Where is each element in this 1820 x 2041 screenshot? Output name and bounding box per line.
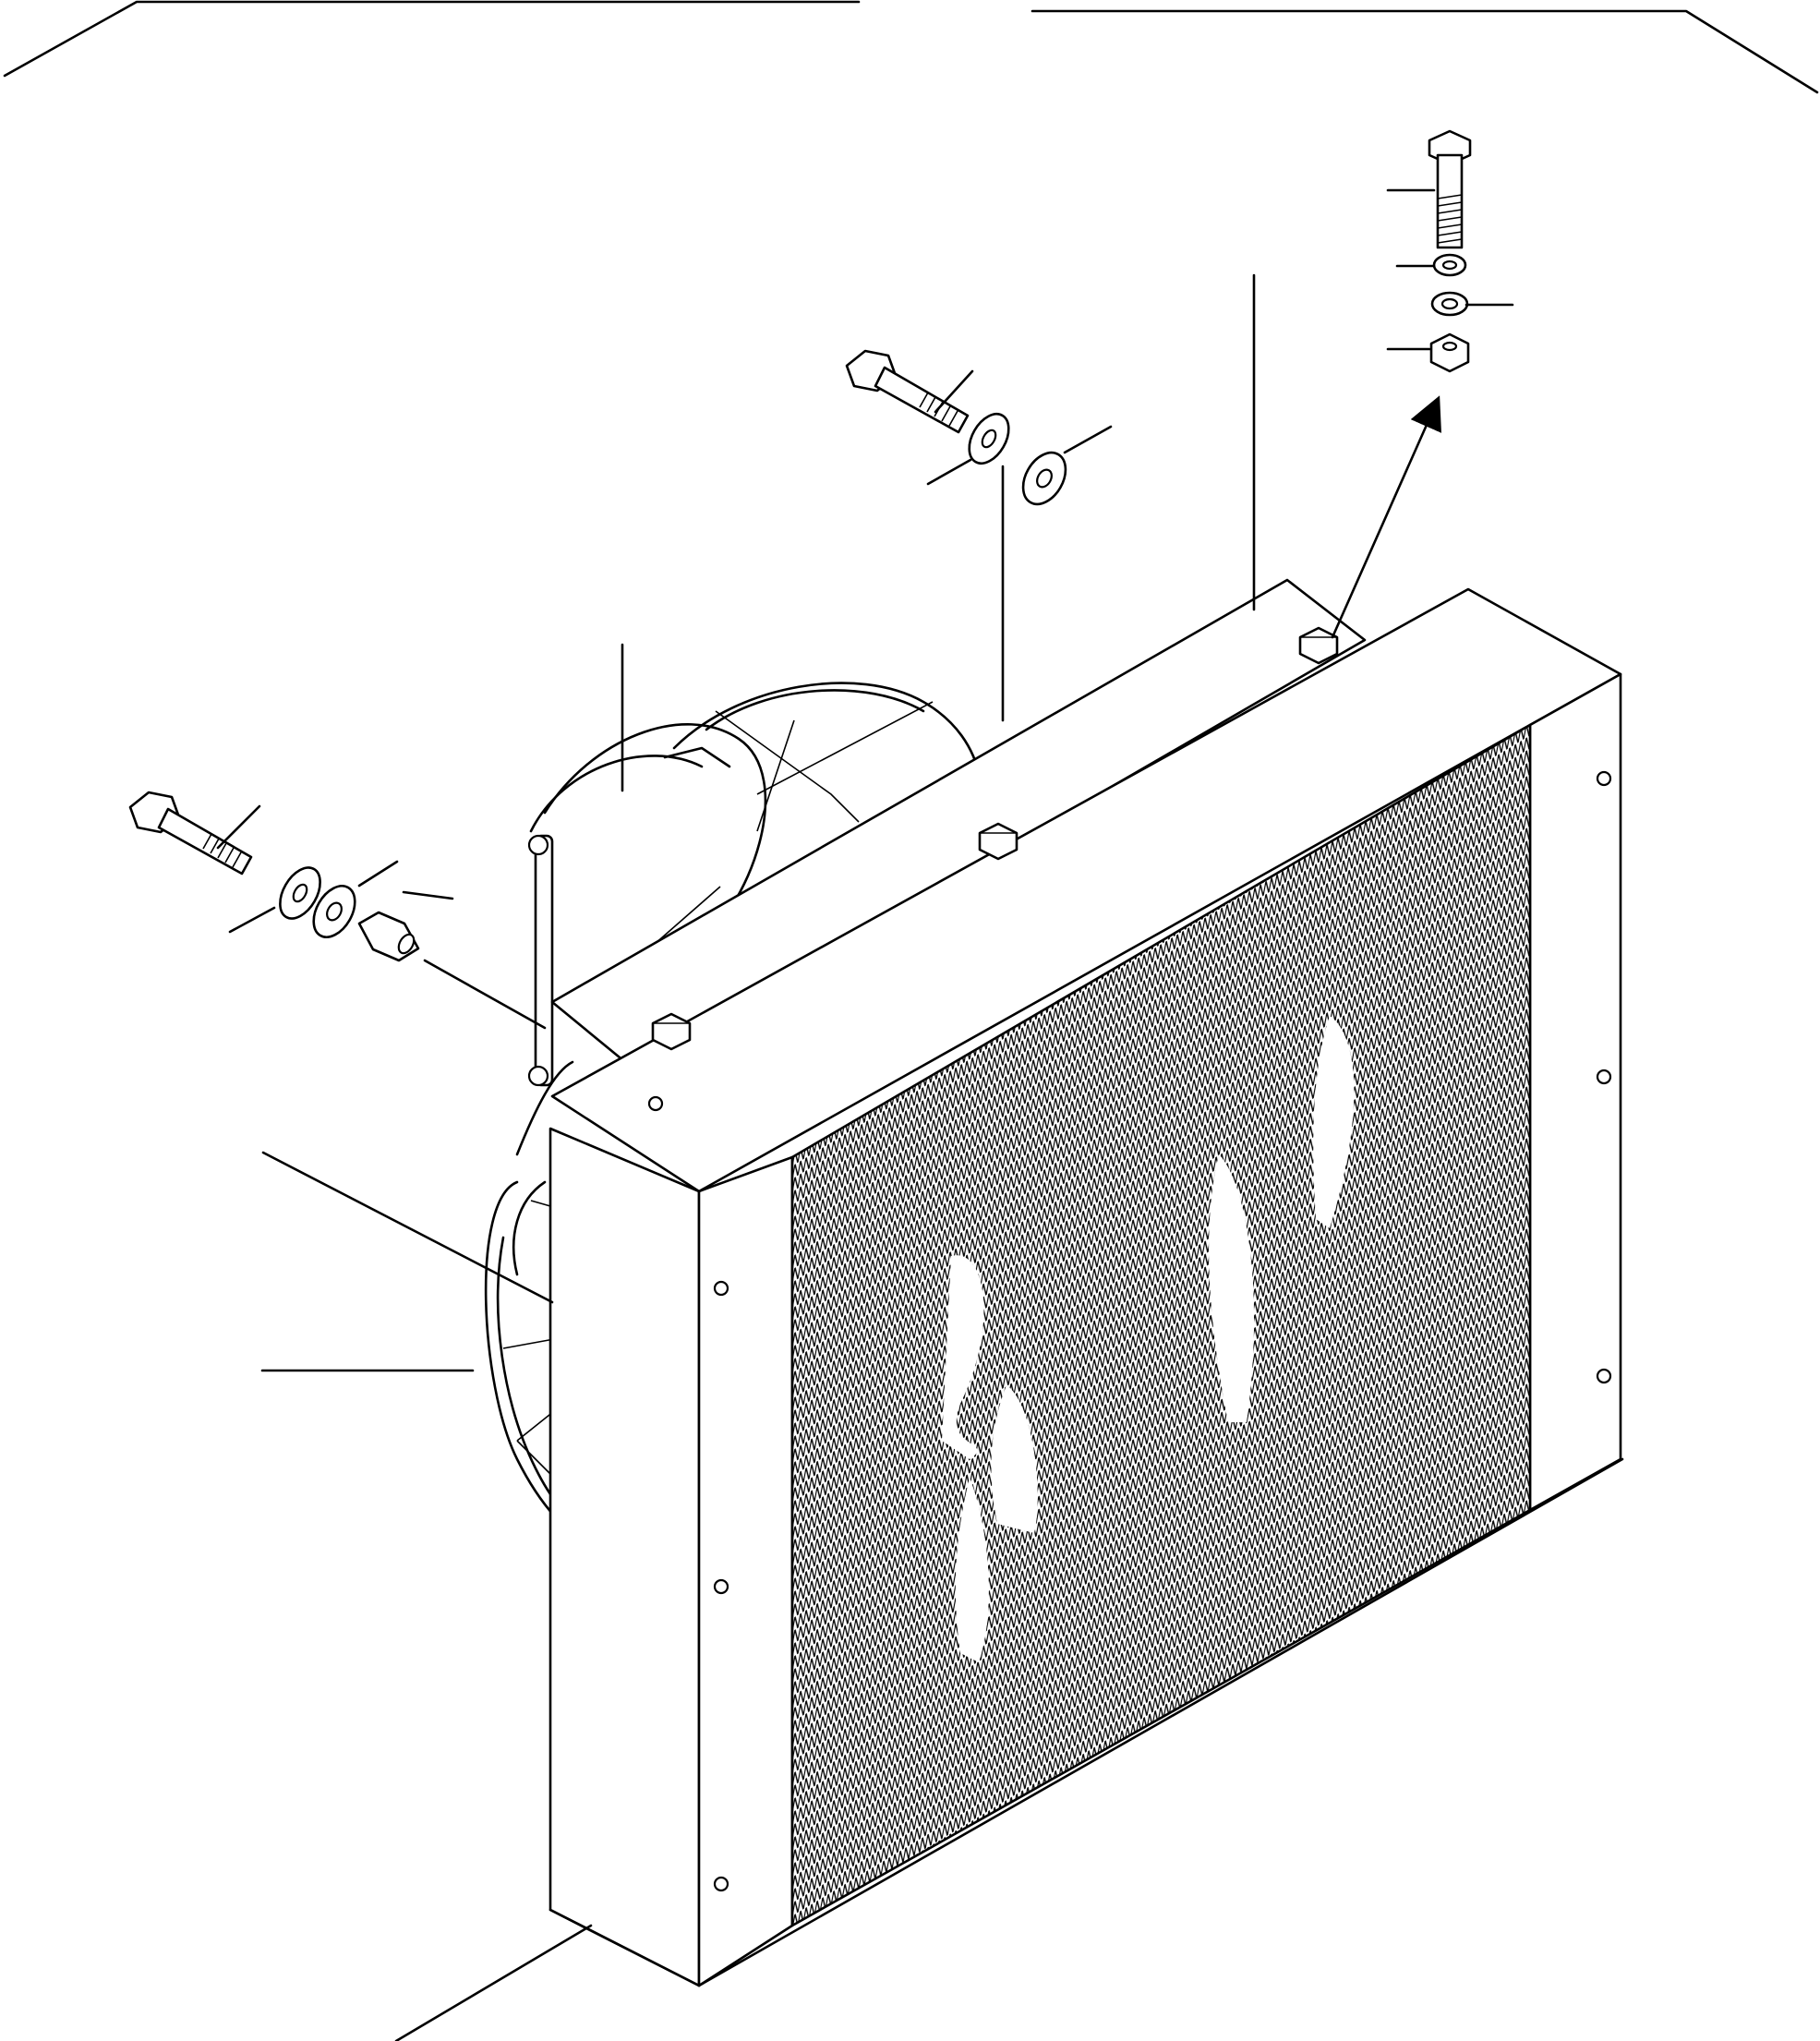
hex-nut — [1429, 332, 1470, 373]
radiator-top-face — [550, 578, 1367, 1068]
fan-bracket — [534, 834, 554, 1087]
cap-screw-3 — [651, 1012, 692, 1051]
mesh-highlight — [942, 1255, 984, 1459]
mounting-hole — [713, 1280, 729, 1297]
top-cap-screws — [651, 626, 1339, 1051]
cap-screw-2 — [978, 822, 1018, 861]
radiator-left-face — [548, 1127, 701, 1987]
frame-lines — [3, 0, 1819, 94]
bolt-stack-top-middle — [845, 349, 1067, 506]
bolt-stack-top-right — [1331, 129, 1472, 639]
radiator-core — [548, 578, 1624, 1987]
radiator-right-side — [1528, 672, 1622, 1512]
bracket-bolt-head — [527, 834, 549, 856]
radiator-front-frame-left — [697, 1155, 794, 1987]
cap-screw-1 — [1298, 626, 1339, 665]
leader-lines — [216, 188, 1514, 2041]
arrow-to-cap-screw — [1331, 395, 1441, 639]
bolt-stack-left — [128, 791, 420, 962]
bolt-shank — [157, 807, 253, 876]
bolt-shank — [874, 366, 970, 434]
